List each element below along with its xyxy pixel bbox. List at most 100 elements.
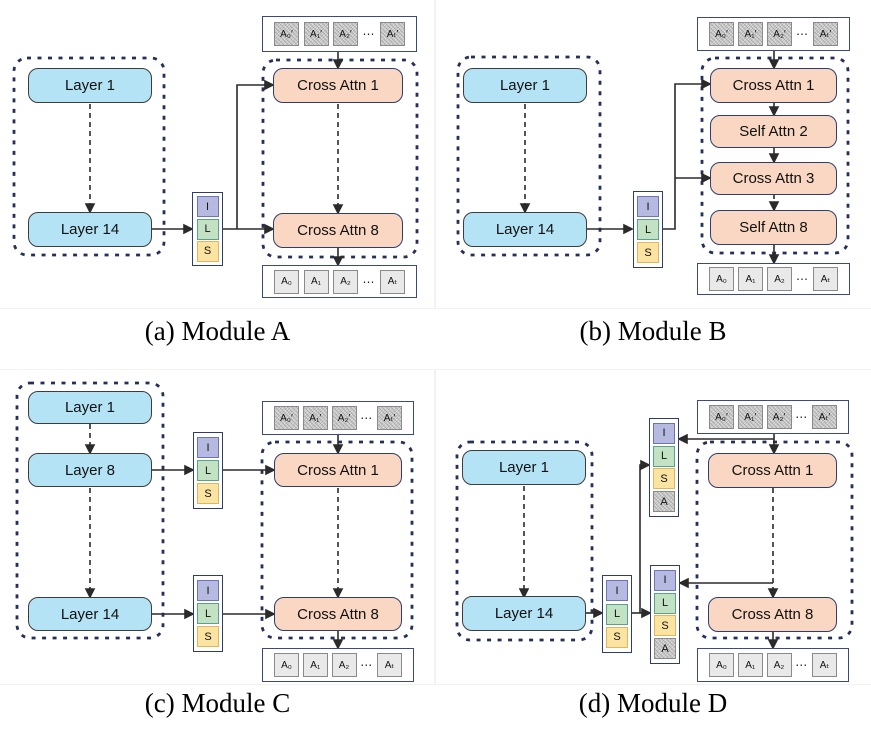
attn-label: Cross Attn 1 bbox=[731, 462, 814, 479]
audio-token: A₂ bbox=[766, 653, 792, 677]
connector-arrows bbox=[84, 52, 344, 267]
decoder-group-border bbox=[700, 56, 850, 255]
l-cell: L bbox=[196, 218, 219, 240]
module-b-caption: (b) Module B bbox=[579, 316, 727, 346]
noisy-token: A₂′ bbox=[331, 406, 357, 430]
s-cell: S bbox=[637, 242, 659, 263]
noisy-token: Aₜ′ bbox=[812, 405, 837, 429]
tokens-ellipsis: ⋯ bbox=[360, 658, 374, 672]
connector-arrows bbox=[518, 433, 780, 650]
audio-token: A₀ bbox=[274, 653, 299, 677]
audio-token: A₁ bbox=[737, 653, 763, 677]
layer-label: Layer 1 bbox=[64, 77, 116, 94]
l-cell: L bbox=[197, 460, 219, 481]
audio-token: A₁ bbox=[303, 269, 329, 294]
attn-label: Self Attn 8 bbox=[739, 219, 808, 236]
audio-token: A₂ bbox=[767, 267, 792, 291]
connector-arrows bbox=[84, 424, 344, 650]
layer-label: Layer 8 bbox=[64, 461, 116, 479]
audio-token: A₁ bbox=[302, 653, 328, 677]
audio-token-array: A₀ A₁ A₂ ⋯ Aₜ bbox=[262, 648, 414, 682]
module-b: Layer 1 Layer 14 I L S Cross Attn 1 Self… bbox=[435, 0, 871, 365]
noisy-token: Aₜ′ bbox=[380, 22, 405, 46]
cross-attn-node: Cross Attn 1 bbox=[274, 453, 402, 487]
encoder-group-border bbox=[455, 440, 594, 642]
i-cell: I bbox=[197, 580, 219, 601]
encoder-layer-node: Layer 14 bbox=[28, 212, 152, 247]
audio-token-array: A₀ A₁ A₂ ⋯ Aₜ bbox=[697, 263, 850, 295]
encoder-layer-node: Layer 14 bbox=[462, 596, 586, 631]
audio-token: A₂ bbox=[333, 269, 358, 294]
a-cell: A bbox=[653, 491, 675, 513]
audio-token: Aₜ bbox=[813, 267, 838, 291]
s-cell: S bbox=[606, 626, 628, 648]
i-cell: I bbox=[196, 196, 219, 218]
ils-feature-stack: I L S bbox=[633, 191, 663, 268]
layer-label: Layer 1 bbox=[499, 77, 551, 94]
l-cell: L bbox=[654, 592, 676, 614]
encoder-layer-node: Layer 1 bbox=[463, 68, 587, 103]
audio-token: A₂ bbox=[331, 653, 357, 677]
l-cell: L bbox=[197, 603, 219, 624]
cross-attn-node: Cross Attn 3 bbox=[710, 162, 837, 195]
module-a-caption: (a) Module A bbox=[144, 316, 291, 346]
noisy-token: A₂′ bbox=[766, 405, 792, 429]
audio-token: Aₜ bbox=[812, 653, 837, 677]
audio-token-array: A₀ A₁ A₂ ⋯ Aₜ bbox=[262, 265, 417, 298]
attn-label: Cross Attn 1 bbox=[297, 461, 379, 479]
l-cell: L bbox=[637, 219, 659, 240]
module-d-caption: (d) Module D bbox=[578, 688, 728, 718]
ilsa-feature-stack: I L S A bbox=[649, 418, 679, 517]
ils-feature-stack: I L S bbox=[192, 192, 223, 266]
noisy-token: A₁′ bbox=[303, 22, 329, 46]
noisy-token: A₀′ bbox=[274, 22, 299, 46]
tokens-ellipsis: ⋯ bbox=[362, 274, 376, 289]
encoder-layer-node: Layer 8 bbox=[28, 453, 152, 487]
layer-label: Layer 14 bbox=[60, 605, 120, 623]
layer-label: Layer 14 bbox=[494, 605, 554, 622]
ils-feature-stack: I L S bbox=[193, 575, 223, 652]
encoder-layer-node: Layer 14 bbox=[463, 212, 587, 247]
noisy-token-array: A₀′ A₁′ A₂′ ⋯ Aₜ′ bbox=[697, 17, 850, 51]
module-d-wiring bbox=[455, 433, 854, 650]
attn-label: Cross Attn 8 bbox=[731, 606, 814, 623]
attn-label: Cross Attn 1 bbox=[732, 77, 815, 94]
audio-token: Aₜ bbox=[377, 653, 402, 677]
noisy-token-array: A₀′ A₁′ A₂′ ⋯ Aₜ′ bbox=[262, 401, 414, 435]
noisy-token: Aₜ′ bbox=[813, 22, 838, 46]
layer-label: Layer 14 bbox=[495, 221, 555, 238]
noisy-token: A₁′ bbox=[302, 406, 328, 430]
module-c-wiring bbox=[15, 381, 414, 650]
tokens-ellipsis: ⋯ bbox=[796, 272, 809, 286]
s-cell: S bbox=[197, 483, 219, 504]
s-cell: S bbox=[197, 626, 219, 647]
i-cell: I bbox=[653, 422, 675, 444]
self-attn-node: Self Attn 2 bbox=[710, 115, 837, 148]
noisy-token-array: A₀′ A₁′ A₂′ ⋯ Aₜ′ bbox=[262, 16, 417, 52]
noisy-token: A₂′ bbox=[333, 22, 358, 46]
audio-token: A₁ bbox=[738, 267, 763, 291]
noisy-token: A₀′ bbox=[709, 405, 734, 429]
noisy-token: A₀′ bbox=[709, 22, 734, 46]
attn-label: Cross Attn 8 bbox=[297, 605, 379, 623]
s-cell: S bbox=[653, 468, 675, 490]
s-cell: S bbox=[196, 240, 219, 262]
noisy-token: A₀′ bbox=[274, 406, 299, 430]
encoder-group-border bbox=[15, 381, 165, 640]
ilsa-feature-stack: I L S A bbox=[650, 565, 680, 664]
cross-attn-node: Cross Attn 8 bbox=[273, 213, 403, 248]
cross-attn-node: Cross Attn 1 bbox=[273, 68, 403, 103]
tokens-ellipsis: ⋯ bbox=[362, 27, 376, 41]
noisy-token-array: A₀′ A₁′ A₂′ ⋯ Aₜ′ bbox=[697, 400, 849, 434]
audio-token: A₀ bbox=[709, 653, 734, 677]
tokens-ellipsis: ⋯ bbox=[360, 411, 374, 425]
tokens-ellipsis: ⋯ bbox=[795, 658, 809, 672]
encoder-group-border bbox=[456, 55, 602, 257]
module-c: Layer 1 Layer 8 Layer 14 I L S I L S Cro… bbox=[0, 370, 435, 733]
cross-attn-node: Cross Attn 8 bbox=[708, 597, 837, 632]
noisy-token: A₁′ bbox=[737, 405, 763, 429]
ils-feature-stack: I L S bbox=[193, 432, 223, 509]
attn-label: Cross Attn 8 bbox=[297, 222, 379, 239]
module-d: Layer 1 Layer 14 I L S I L S A I L S A C… bbox=[435, 370, 871, 733]
